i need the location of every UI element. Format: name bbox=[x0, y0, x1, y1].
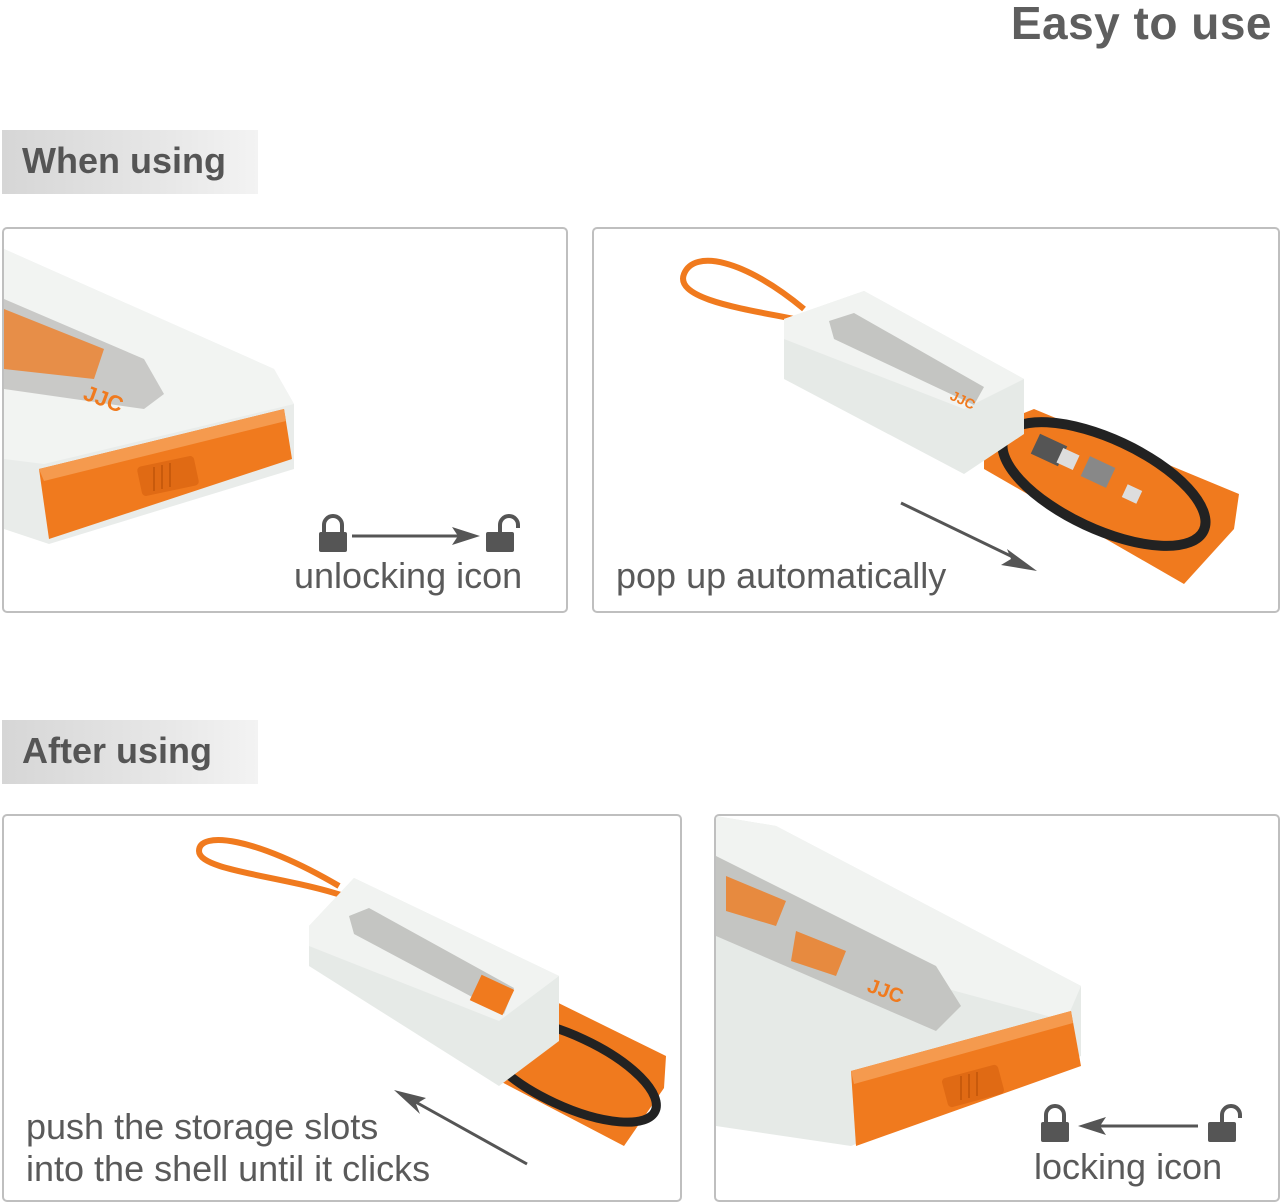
section-tag-when-using: When using bbox=[2, 130, 258, 194]
product-image-locking: JJC bbox=[716, 816, 1081, 1146]
lock-open-icon bbox=[486, 514, 520, 552]
lock-open-icon bbox=[1208, 1104, 1242, 1142]
caption-push-line-2: into the shell until it clicks bbox=[26, 1148, 431, 1189]
caption-unlocking-icon: unlocking icon bbox=[294, 555, 523, 596]
panel-push-slots: push the storage slots into the shell un… bbox=[2, 814, 682, 1202]
section-tag-after-using: After using bbox=[2, 720, 258, 784]
section-label: After using bbox=[22, 730, 213, 771]
product-image-pop-up: JJC bbox=[680, 257, 1239, 584]
arrow-left-icon bbox=[1078, 1117, 1198, 1135]
caption-pop-up-automatically: pop up automatically bbox=[616, 555, 947, 596]
arrow-up-left-icon bbox=[394, 1090, 528, 1166]
arrow-right-icon bbox=[352, 527, 480, 545]
lock-closed-icon bbox=[319, 514, 347, 552]
page-title: Easy to use bbox=[1010, 0, 1272, 49]
caption-locking-icon: locking icon bbox=[1034, 1146, 1223, 1187]
caption-push-line-1: push the storage slots bbox=[26, 1106, 379, 1147]
panel-unlocking: JJC unlocking icon bbox=[2, 227, 568, 613]
section-label: When using bbox=[22, 140, 226, 181]
product-image-unlocking: JJC bbox=[4, 249, 294, 544]
lock-closed-icon bbox=[1041, 1104, 1069, 1142]
panel-locking: JJC locking icon bbox=[714, 814, 1280, 1202]
arrow-down-right-icon bbox=[900, 501, 1037, 571]
product-image-push bbox=[195, 837, 666, 1146]
panel-pop-up: JJC pop up automatically bbox=[592, 227, 1280, 613]
